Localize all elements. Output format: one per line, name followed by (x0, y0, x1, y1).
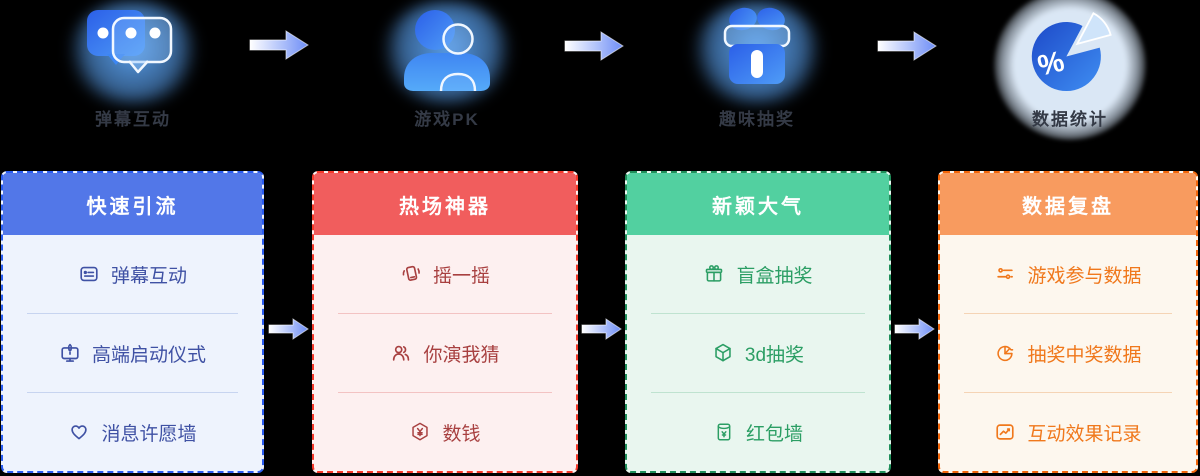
bullet-list-icon (80, 266, 98, 282)
card-item: 弹幕互动 (3, 235, 262, 313)
card-quick-traffic: 快速引流 弹幕互动 高端启动仪式 (1, 171, 264, 473)
card-title: 热场神器 (314, 173, 576, 235)
card-item-label: 高端启动仪式 (91, 344, 206, 366)
divider (651, 392, 865, 393)
flow-step-game-pk: 游戏PK (357, 0, 537, 140)
arrow-right-icon (894, 318, 935, 340)
arrow-right-icon (268, 318, 309, 340)
arrow-right-icon (877, 31, 937, 61)
card-item-label: 红包墙 (745, 423, 803, 445)
card-body: 弹幕互动 高端启动仪式 消息许愿墙 (3, 235, 262, 471)
card-item-label: 抽奖中奖数据 (1027, 344, 1142, 366)
card-item: 高端启动仪式 (3, 314, 262, 392)
trend-chart-icon (996, 424, 1015, 440)
pie-chart-icon: % (1031, 12, 1112, 92)
flow-step-danmu: 弹幕互动 (43, 0, 223, 140)
card-title: 新颖大气 (627, 173, 889, 235)
people-icon (404, 10, 490, 92)
card-item: 红包墙 (627, 393, 889, 471)
card-warmup: 热场神器 摇一摇 (312, 171, 578, 473)
card-item: 盲盒抽奖 (627, 235, 889, 313)
card-title: 快速引流 (3, 173, 262, 235)
flow-step-label: 游戏PK (414, 110, 480, 129)
flow-step-lottery: 趣味抽奖 (667, 0, 847, 140)
card-item: 3d抽奖 (627, 314, 889, 392)
card-body: 游戏参与数据 抽奖中奖数据 互动效果 (940, 235, 1196, 471)
flow-step-statistics: % 数据统计 (980, 0, 1160, 140)
divider (27, 313, 238, 314)
gift-outline-icon (706, 265, 723, 282)
card-item-label: 互动效果记录 (1027, 423, 1142, 445)
card-item: 游戏参与数据 (940, 235, 1196, 313)
pie-outline-icon (997, 345, 1014, 362)
arrow-right-icon (249, 30, 309, 60)
card-body: 盲盒抽奖 3d抽奖 红包墙 (627, 235, 889, 471)
card-item: 摇一摇 (314, 235, 576, 313)
divider (964, 313, 1172, 314)
card-item: 你演我猜 (314, 314, 576, 392)
card-item-label: 游戏参与数据 (1027, 265, 1142, 287)
two-people-icon (393, 345, 410, 361)
divider (964, 392, 1172, 393)
card-item-label: 数钱 (442, 423, 481, 445)
flow-step-label: 弹幕互动 (95, 110, 171, 129)
card-data-review: 数据复盘 游戏参与数据 (938, 171, 1198, 473)
card-item-label: 你演我猜 (423, 344, 500, 366)
card-item-label: 3d抽奖 (744, 344, 805, 366)
flow-step-label: 数据统计 (1032, 110, 1108, 129)
divider (651, 313, 865, 314)
card-item: 数钱 (314, 393, 576, 471)
arrow-right-icon (564, 31, 624, 61)
card-body: 摇一摇 你演我猜 (314, 235, 576, 471)
card-item-label: 盲盒抽奖 (736, 265, 813, 287)
launch-ceremony-icon (61, 343, 79, 362)
card-item-label: 消息许愿墙 (101, 423, 197, 445)
cube-3d-icon (715, 343, 731, 362)
card-item: 消息许愿墙 (3, 393, 262, 471)
coin-yuan-icon (412, 422, 429, 441)
flow-step-label: 趣味抽奖 (719, 110, 795, 129)
arrow-right-icon (581, 318, 622, 340)
shake-phone-icon (402, 265, 420, 281)
gift-box-icon (723, 7, 791, 84)
red-packet-icon (717, 423, 731, 441)
divider (338, 392, 552, 393)
card-novel: 新颖大气 盲盒抽奖 3d抽奖 (625, 171, 891, 473)
card-item: 抽奖中奖数据 (940, 314, 1196, 392)
card-title: 数据复盘 (940, 173, 1196, 235)
card-item-label: 摇一摇 (432, 265, 490, 287)
sliders-icon (997, 267, 1014, 280)
divider (338, 313, 552, 314)
chat-bubbles-icon (87, 10, 173, 74)
heart-icon (71, 425, 88, 440)
card-item: 互动效果记录 (940, 393, 1196, 471)
divider (27, 392, 238, 393)
card-item-label: 弹幕互动 (110, 265, 187, 287)
